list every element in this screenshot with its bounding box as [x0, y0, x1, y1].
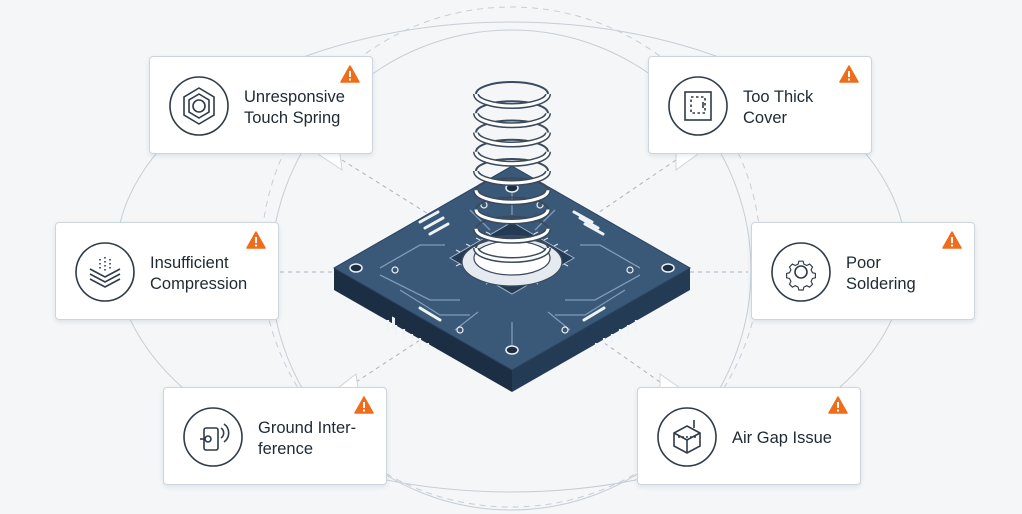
connector-top-left [341, 159, 431, 216]
spring-coil-outline [473, 112, 551, 129]
card-label: Insufficient Compression [150, 254, 248, 293]
spring-coil-front [474, 93, 550, 108]
spring-coil-back [475, 215, 549, 229]
connector-top-right [594, 159, 677, 216]
card-air-gap-issue: Air Gap Issue [637, 387, 861, 485]
ground-interference-icon [183, 407, 243, 467]
warning-icon [828, 396, 848, 414]
connector-bottom-left [355, 339, 421, 383]
spring-coil-outline [473, 151, 551, 167]
edge-connector-right [594, 320, 638, 353]
spring-coil-front [474, 209, 550, 223]
spring-coil-front [474, 170, 550, 185]
spring-coil-outline [473, 131, 551, 148]
card-label: Unresponsive Touch Spring [244, 88, 345, 127]
mounting-holes [349, 183, 675, 355]
spring-coil-back [475, 158, 549, 172]
card-tails [317, 153, 699, 389]
board-traces [379, 190, 641, 345]
thick-cover-icon [668, 76, 728, 136]
tail-top-right [675, 153, 699, 171]
spring-coil-back [475, 119, 549, 133]
tail-bottom-left [337, 373, 359, 389]
spring-coil-outline [473, 93, 551, 109]
spring-coil-front [474, 189, 550, 204]
connector-bottom-right [599, 339, 661, 383]
spring-coil-front [474, 132, 550, 146]
edge-connector-left [386, 320, 430, 353]
card-label: Air Gap Issue [732, 429, 832, 447]
warning-icon [839, 65, 859, 83]
warning-icon [340, 65, 360, 83]
spring-coil-front [474, 151, 550, 166]
card-too-thick-cover: Too Thick Cover [648, 56, 872, 154]
card-label: Too Thick Cover [743, 88, 814, 127]
air-gap-cube-icon [657, 407, 717, 467]
surface-pads [418, 210, 606, 322]
touch-spring [473, 81, 551, 263]
card-poor-soldering: Poor Soldering [751, 222, 975, 320]
card-label: Poor Soldering [846, 254, 916, 293]
spring-coil-front [474, 228, 550, 243]
compression-layers-icon [75, 242, 135, 302]
gear-icon [771, 242, 831, 302]
card-label: Ground Inter- ference [258, 419, 357, 458]
card-ground-interference: Ground Inter- ference [163, 387, 387, 485]
board-side-left [334, 268, 512, 392]
spring-coil-back [475, 138, 549, 152]
spring-coil-back [475, 177, 549, 191]
warning-icon [246, 231, 266, 249]
warning-icon [354, 396, 374, 414]
card-unresponsive-touch-spring: Unresponsive Touch Spring [149, 56, 373, 154]
connector-lines [280, 159, 748, 383]
spring-coil-back [475, 235, 549, 249]
spring-coil-back [475, 196, 549, 210]
tail-top-left [317, 153, 343, 172]
card-insufficient-compression: Insufficient Compression [55, 222, 279, 320]
spring-coil-front [474, 112, 550, 127]
spring-coil-icon [169, 76, 229, 136]
spring-coil-back [475, 100, 549, 114]
pcb-board [332, 165, 692, 392]
board-side-right [512, 268, 690, 392]
warning-icon [942, 231, 962, 249]
spring-coil-front [474, 247, 550, 262]
spring-coil-back [475, 81, 549, 95]
edge-pads-left [392, 316, 395, 331]
tail-bottom-right [659, 373, 681, 389]
